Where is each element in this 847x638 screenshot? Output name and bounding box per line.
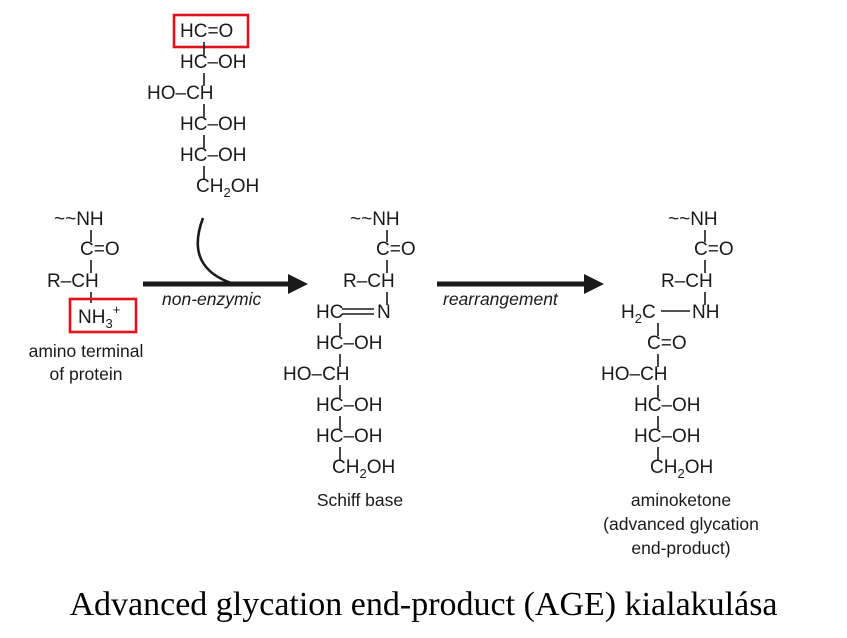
- amino-n: NH: [692, 302, 719, 323]
- glucose-c5: HC–OH: [180, 145, 247, 166]
- reaction-arrow-1: non-enzymic: [143, 274, 308, 309]
- glucose-c3: HO–CH: [147, 83, 214, 104]
- glucose-structure: HC=O HC–OH HO–CH HC–OH HC–OH CH2OH: [147, 13, 259, 200]
- protein-label-line2: of protein: [50, 364, 123, 384]
- aminoketone-label-line1: aminoketone: [631, 490, 731, 510]
- aminoketone-structure: ~~NH C=O R–CH H2C NH C=O HO–CH HC–OH HC–…: [601, 209, 759, 558]
- schiff-hc: HC: [316, 302, 343, 323]
- glucose-c2: HC–OH: [180, 52, 247, 73]
- amine-highlight-box: [68, 297, 138, 334]
- amino-nh: ~~NH: [668, 209, 718, 230]
- schiff-c6: CH2OH: [332, 457, 395, 481]
- glucose-c4: HC–OH: [180, 114, 247, 135]
- arrow-label-rearrangement: rearrangement: [443, 289, 559, 309]
- protein-structure: ~~NH C=O R–CH NH3+ amino terminal of pro…: [29, 209, 144, 384]
- glucose-aldehyde: HC=O: [180, 21, 233, 42]
- protein-alpha-carbon: R–CH: [47, 271, 99, 292]
- protein-carbonyl: C=O: [80, 239, 120, 260]
- amino-c5: HC–OH: [634, 426, 701, 447]
- schiff-c3: HO–CH: [283, 364, 350, 385]
- amino-c3: HO–CH: [601, 364, 668, 385]
- schiff-c5: HC–OH: [316, 426, 383, 447]
- protein-label-line1: amino terminal: [29, 341, 144, 361]
- arrow-label-non-enzymic: non-enzymic: [162, 289, 261, 309]
- schiff-c2: HC–OH: [316, 333, 383, 354]
- schiff-n: N: [377, 302, 391, 323]
- slide-caption: Advanced glycation end-product (AGE) kia…: [69, 586, 778, 623]
- amino-h2c: H2C: [621, 302, 656, 326]
- protein-amine: NH3+: [78, 302, 120, 331]
- schiff-base-label: Schiff base: [317, 490, 403, 510]
- arrow-head: [584, 274, 604, 294]
- schiff-c4: HC–OH: [316, 395, 383, 416]
- reaction-arrow-2: rearrangement: [437, 274, 604, 309]
- schiff-carbonyl: C=O: [376, 239, 416, 260]
- aldehyde-highlight-box: [172, 13, 250, 49]
- amino-ketone: C=O: [647, 333, 687, 354]
- amino-c4: HC–OH: [634, 395, 701, 416]
- glucose-c6: CH2OH: [196, 176, 259, 200]
- amino-c6: CH2OH: [650, 457, 713, 481]
- amino-alpha-carbon: R–CH: [661, 271, 713, 292]
- aminoketone-label-line3: end-product): [631, 538, 730, 558]
- protein-nh: ~~NH: [54, 209, 104, 230]
- schiff-nh: ~~NH: [350, 209, 400, 230]
- amino-carbonyl: C=O: [694, 239, 734, 260]
- arrow-head: [288, 274, 308, 294]
- schiff-base-structure: ~~NH C=O R–CH HC N HC–OH HO–CH HC–OH HC–…: [283, 209, 416, 510]
- schiff-alpha-carbon: R–CH: [343, 271, 395, 292]
- curved-arrow: [196, 217, 235, 286]
- aminoketone-label-line2: (advanced glycation: [603, 514, 759, 534]
